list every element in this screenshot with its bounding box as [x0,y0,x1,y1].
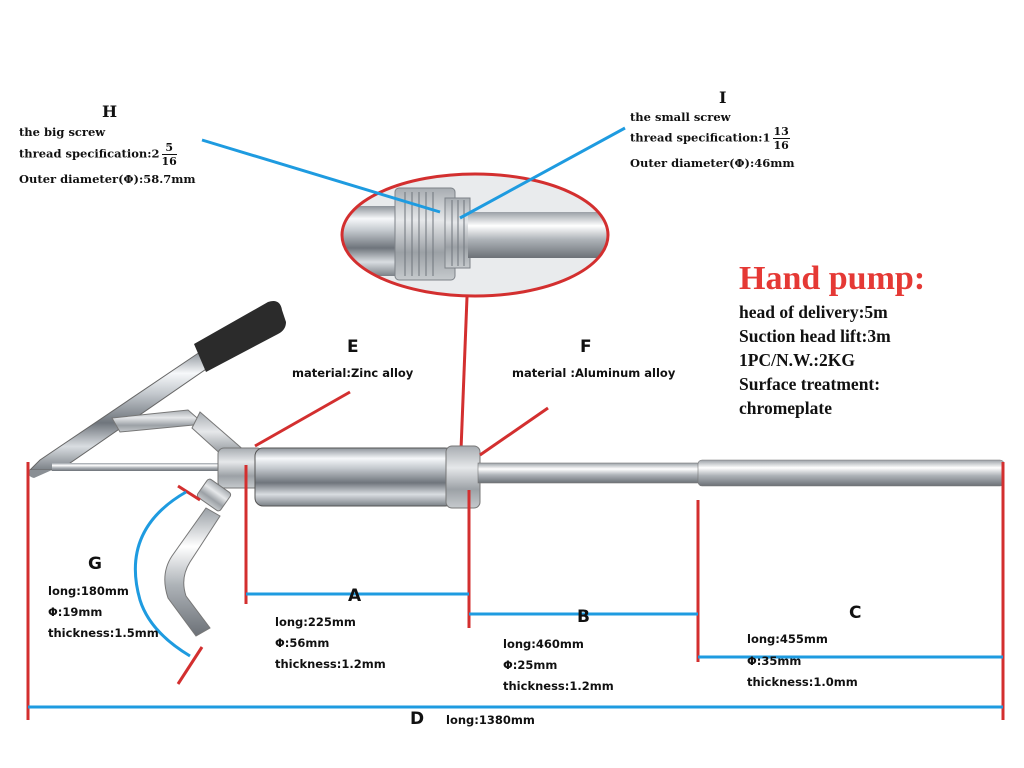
screw-h-thread-prefix: thread specification:2 [19,146,160,161]
part-a-thickness: thickness:1.2mm [275,657,386,671]
part-c-letter: C [849,603,862,623]
part-b-diameter: Φ:25mm [503,658,558,672]
closeup-circle [340,172,610,298]
tube-c [697,459,1005,487]
barrel [254,447,454,507]
screw-i-thread-prefix: thread specification:1 [630,130,771,145]
piston-rod [52,463,252,471]
screw-h-outer-diameter: Outer diameter(Φ):58.7mm [19,172,196,186]
part-c-thickness: thickness:1.0mm [747,675,858,689]
closeup-stem [459,296,469,451]
spec-chromeplate: chromeplate [739,398,832,418]
part-g-letter: G [88,554,102,574]
spec-suction-head-lift: Suction head lift:3m [739,326,891,346]
part-c-diameter: Φ:35mm [747,654,802,668]
aluminum-collar [445,445,481,509]
part-a-long: long:225mm [275,615,356,629]
screw-h-leader [201,138,441,214]
part-g-long: long:180mm [48,584,129,598]
material-f-letter: F [580,337,592,357]
part-b-letter: B [577,607,590,627]
part-c-long: long:455mm [747,632,828,646]
material-e-letter: E [347,337,359,357]
part-a-letter: A [348,586,362,606]
part-b-long: long:460mm [503,637,584,651]
spec-head-of-delivery: head of delivery:5m [739,302,888,322]
spec-net-weight: 1PC/N.W.:2KG [739,350,856,370]
outlet-nozzle [164,478,232,637]
dimension-lines [28,490,1003,709]
screw-i-leader [459,126,626,220]
screw-h-name: the big screw [19,125,106,139]
spec-surface-treatment: Surface treatment: [739,374,881,394]
screw-i-name: the small screw [630,110,731,124]
screw-closeup [342,174,608,296]
part-b-thickness: thickness:1.2mm [503,679,614,693]
product-title: Hand pump: [739,260,926,297]
tube-b [477,462,701,484]
part-g-thickness: thickness:1.5mm [48,626,159,640]
screw-h-letter: H [102,102,118,121]
material-e-text: material:Zinc alloy [292,366,414,380]
material-f-text: material :Aluminum alloy [512,366,676,380]
red-markers [26,390,1005,720]
screw-i-outer-diameter: Outer diameter(Φ):46mm [630,156,795,170]
screw-i-letter: I [719,88,727,107]
part-d-long: long:1380mm [446,713,535,727]
part-g-diameter: Φ:19mm [48,605,103,619]
part-a-diameter: Φ:56mm [275,636,330,650]
part-d-letter: D [410,709,425,729]
